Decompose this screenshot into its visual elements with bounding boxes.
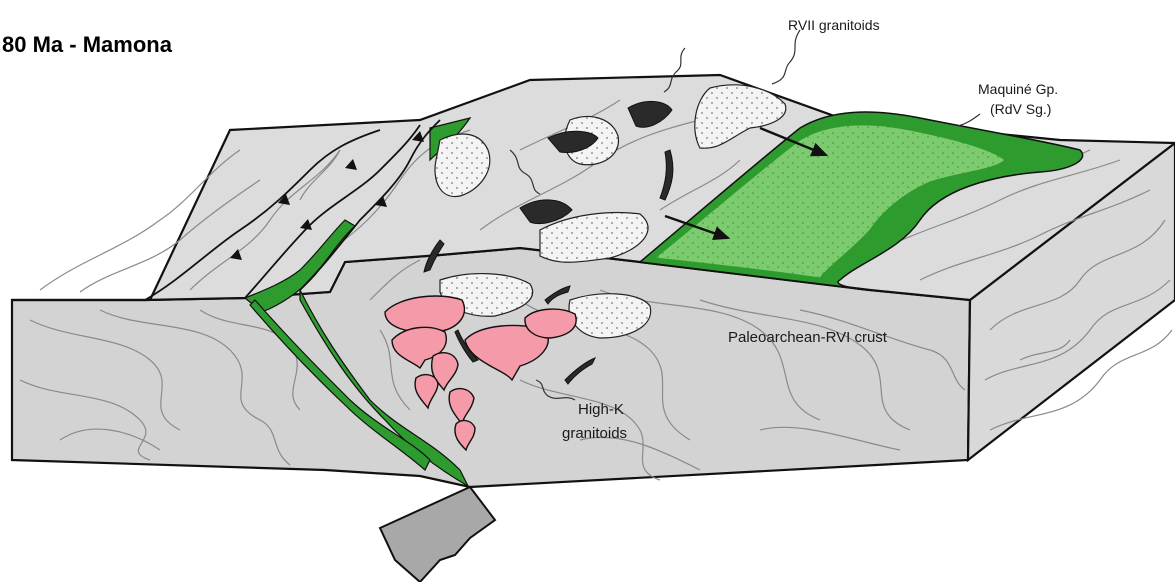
label-rvii-granitoids: RVII granitoids	[788, 17, 880, 33]
label-maquine-gp: Maquiné Gp.	[978, 81, 1058, 97]
label-rdv-sg: (RdV Sg.)	[990, 101, 1051, 117]
diagram-title: 80 Ma - Mamona	[2, 32, 173, 57]
label-granitoids: granitoids	[562, 425, 627, 442]
label-paleoarchean-crust: Paleoarchean-RVI crust	[728, 329, 888, 346]
label-highk: High-K	[578, 401, 624, 418]
crustal-root	[380, 487, 495, 582]
